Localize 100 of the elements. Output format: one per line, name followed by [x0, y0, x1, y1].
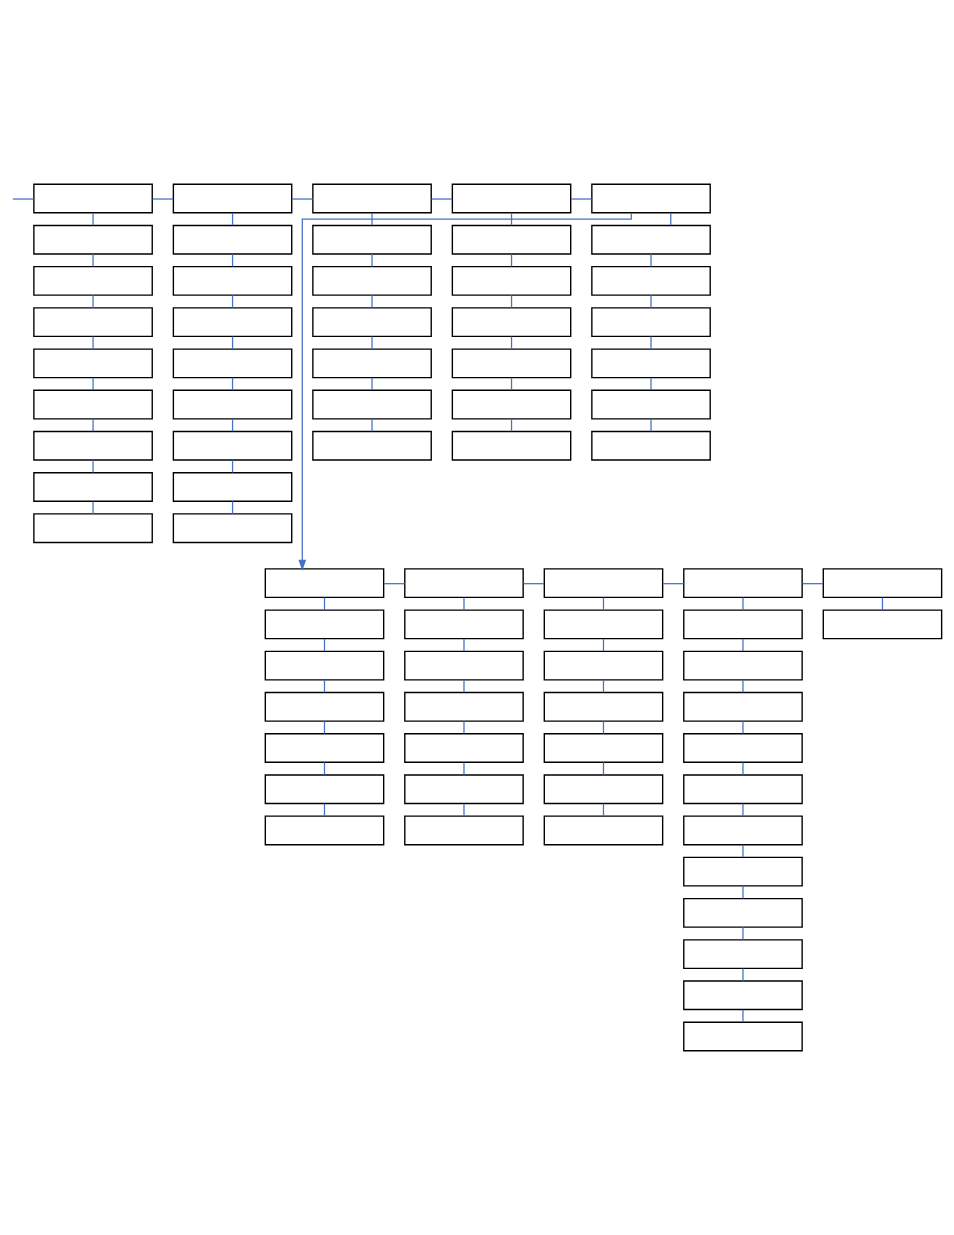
node-box — [683, 691, 803, 722]
connector — [12, 198, 35, 200]
node-box — [451, 389, 572, 420]
connector — [650, 335, 652, 350]
node-box — [172, 513, 293, 544]
node-box — [683, 939, 803, 970]
connector — [92, 500, 94, 515]
connector — [92, 212, 94, 226]
connector — [801, 583, 824, 585]
node-box — [33, 265, 153, 296]
connector — [742, 638, 744, 652]
connector — [742, 596, 744, 611]
node-box — [404, 733, 524, 763]
node-box — [591, 389, 711, 420]
node-box — [683, 815, 803, 846]
node-box — [404, 650, 524, 681]
connector — [742, 679, 744, 693]
connector — [742, 967, 744, 982]
node-box — [404, 691, 524, 722]
node-box — [822, 568, 943, 599]
connector — [463, 720, 465, 735]
node-box — [33, 472, 153, 502]
connector — [371, 335, 373, 350]
node-box — [312, 389, 432, 420]
node-box — [683, 897, 803, 928]
connector — [92, 377, 94, 391]
node-box — [591, 430, 711, 461]
node-box — [404, 568, 524, 599]
connector — [742, 885, 744, 900]
connector — [463, 596, 465, 611]
node-box — [591, 265, 711, 296]
connector — [650, 294, 652, 309]
node-box — [683, 980, 803, 1011]
node-box — [543, 650, 664, 681]
node-box — [172, 183, 293, 214]
connector — [662, 583, 685, 585]
connector — [92, 418, 94, 432]
node-box — [264, 815, 385, 846]
connector — [650, 418, 652, 432]
connector — [742, 926, 744, 941]
connector — [742, 761, 744, 776]
node-box — [591, 348, 711, 379]
node-box — [172, 472, 293, 502]
node-box — [264, 774, 385, 805]
node-box — [264, 691, 385, 722]
node-box — [33, 224, 153, 255]
connector — [463, 803, 465, 817]
connector — [742, 803, 744, 817]
node-box — [451, 224, 572, 255]
connector — [92, 294, 94, 309]
node-box — [591, 307, 711, 338]
node-box — [33, 513, 153, 544]
connector — [383, 583, 406, 585]
node-box — [312, 265, 432, 296]
node-box — [312, 183, 432, 214]
connector — [92, 253, 94, 268]
node-box — [264, 650, 385, 681]
node-box — [451, 183, 572, 214]
node-box — [451, 348, 572, 379]
node-box — [172, 348, 293, 379]
node-box — [683, 733, 803, 763]
node-box — [683, 568, 803, 599]
connector — [463, 638, 465, 652]
connector — [152, 198, 174, 200]
node-box — [543, 774, 664, 805]
node-box — [172, 265, 293, 296]
node-box — [172, 224, 293, 255]
connector — [650, 253, 652, 268]
connector — [742, 844, 744, 858]
node-box — [264, 609, 385, 640]
node-box — [683, 856, 803, 887]
node-box — [172, 430, 293, 461]
node-box — [172, 307, 293, 338]
node-box — [312, 307, 432, 338]
connector — [742, 720, 744, 735]
node-box — [591, 183, 711, 214]
node-box — [683, 1021, 803, 1052]
connector — [371, 253, 373, 268]
node-box — [543, 609, 664, 640]
connector — [92, 459, 94, 474]
node-box — [543, 733, 664, 763]
node-box — [312, 348, 432, 379]
connector — [463, 679, 465, 693]
node-box — [264, 568, 385, 599]
node-box — [591, 224, 711, 255]
node-box — [264, 733, 385, 763]
connector — [371, 212, 373, 226]
connector — [92, 335, 94, 350]
node-box — [33, 430, 153, 461]
node-box — [543, 568, 664, 599]
node-box — [822, 609, 943, 640]
node-box — [33, 183, 153, 214]
node-box — [404, 609, 524, 640]
node-box — [683, 650, 803, 681]
connector — [371, 294, 373, 309]
node-box — [33, 348, 153, 379]
connector — [650, 377, 652, 391]
node-box — [683, 609, 803, 640]
node-box — [172, 389, 293, 420]
connector — [522, 583, 545, 585]
